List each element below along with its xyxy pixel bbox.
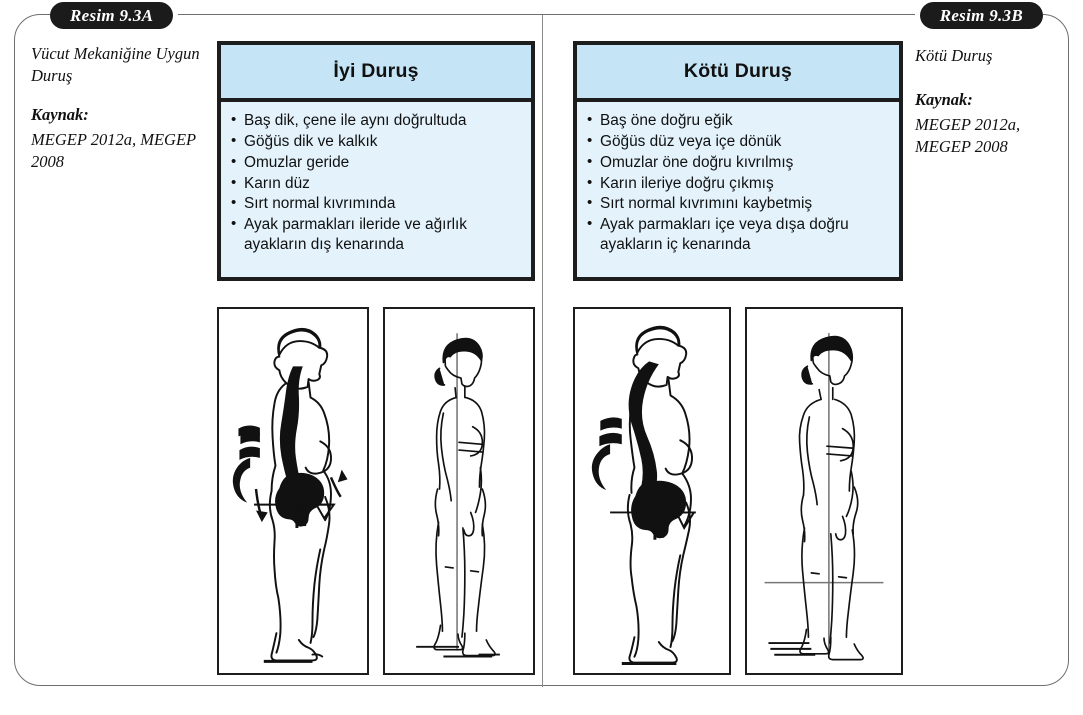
list-item: Ayak parmakları ileride ve ağırlık ayakl…: [231, 214, 525, 255]
info-box-bad: Kötü Duruş Baş öne doğru eğik Göğüs düz …: [573, 41, 903, 281]
list-item: Sırt normal kıvrımını kaybetmiş: [587, 193, 893, 214]
center-divider: [542, 15, 543, 687]
caption-left-source-label: Kaynak:: [31, 104, 89, 124]
info-heading-bad: Kötü Duruş: [577, 45, 899, 102]
list-item: Omuzlar öne doğru kıvrılmış: [587, 152, 893, 173]
list-item: Göğüs düz veya içe dönük: [587, 131, 893, 152]
list-item: Karın ileriye doğru çıkmış: [587, 173, 893, 194]
caption-right-title: Kötü Duruş: [915, 46, 993, 65]
caption-left: Vücut Mekaniğine Uygun Duruş Kaynak: MEG…: [31, 43, 206, 173]
info-list-good: Baş dik, çene ile aynı doğrultuda Göğüs …: [221, 102, 531, 262]
caption-left-title: Vücut Mekaniğine Uygun Duruş: [31, 44, 200, 85]
figure-tab-left: Resim 9.3A: [50, 2, 174, 29]
info-heading-good: İyi Duruş: [221, 45, 531, 102]
list-item: Ayak parmakları içe veya dışa doğru ayak…: [587, 214, 893, 255]
figure-tab-right: Resim 9.3B: [919, 2, 1043, 29]
list-item: Baş dik, çene ile aynı doğrultuda: [231, 110, 525, 131]
list-item: Baş öne doğru eğik: [587, 110, 893, 131]
list-item: Göğüs dik ve kalkık: [231, 131, 525, 152]
illustration-good-spine: [217, 307, 369, 675]
illustration-row-good: [217, 307, 535, 675]
caption-left-source-value: MEGEP 2012a, MEGEP 2008: [31, 129, 196, 171]
caption-right-source-label: Kaynak:: [915, 89, 973, 109]
info-list-bad: Baş öne doğru eğik Göğüs düz veya içe dö…: [577, 102, 899, 262]
illustration-row-bad: [573, 307, 903, 675]
illustration-bad-spine: [573, 307, 731, 675]
caption-right-source-value: MEGEP 2012a, MEGEP 2008: [915, 114, 1021, 156]
info-box-good: İyi Duruş Baş dik, çene ile aynı doğrult…: [217, 41, 535, 281]
list-item: Sırt normal kıvrımında: [231, 193, 525, 214]
caption-right: Kötü Duruş Kaynak: MEGEP 2012a, MEGEP 20…: [915, 45, 1075, 158]
list-item: Karın düz: [231, 173, 525, 194]
figure-frame: Resim 9.3A Resim 9.3B Vücut Mekaniğine U…: [14, 2, 1069, 687]
illustration-good-body: [383, 307, 535, 675]
list-item: Omuzlar geride: [231, 152, 525, 173]
illustration-bad-body: [745, 307, 903, 675]
